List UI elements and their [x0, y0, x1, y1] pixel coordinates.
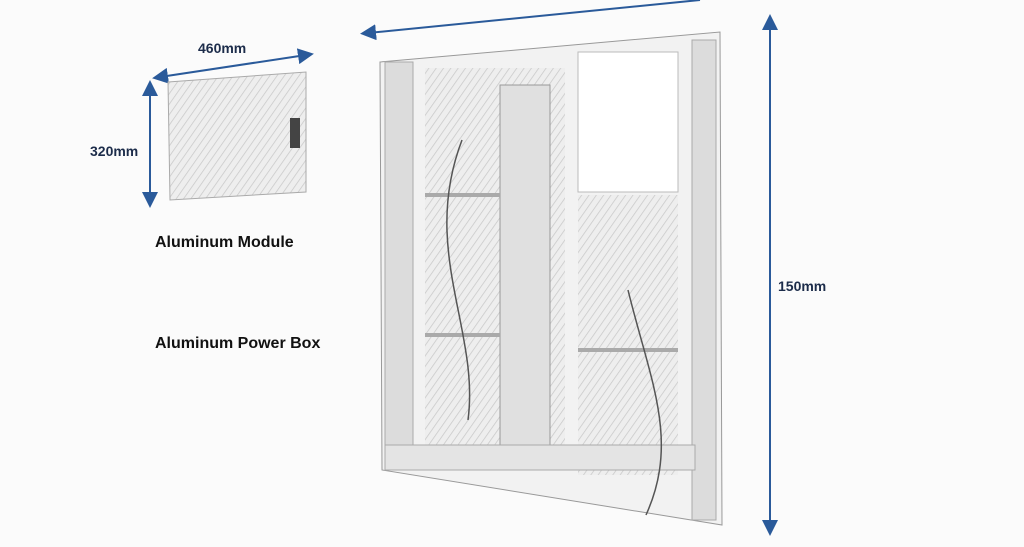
aluminum-power-box-label: Aluminum Power Box: [155, 335, 321, 352]
aluminum-module-label: Aluminum Module: [155, 234, 294, 251]
module-dimension-lines: [142, 0, 778, 536]
module-width-label: 460mm: [198, 40, 247, 56]
cabinet-height-label: 150mm: [778, 278, 827, 294]
module-height-label: 320mm: [90, 143, 139, 159]
aluminum-module-image: [167, 71, 307, 201]
cabinet-image: [379, 31, 723, 526]
